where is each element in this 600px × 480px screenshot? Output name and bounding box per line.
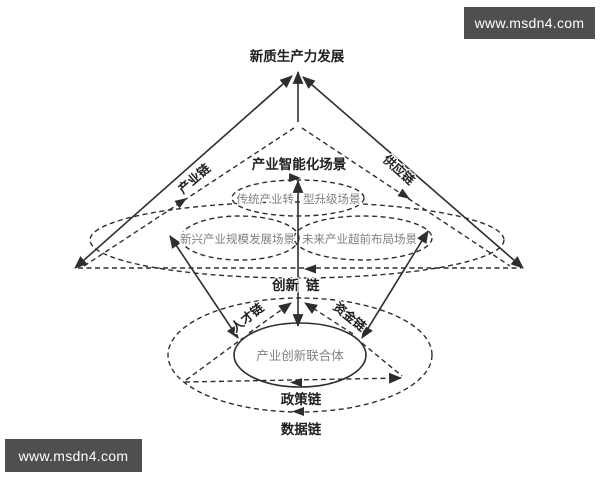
industry-intelligence-scene-label: 产业智能化场景 <box>252 156 347 172</box>
traditional-scene-label-left: 传统产业转 <box>237 192 295 206</box>
consortium-solid-ellipse <box>233 322 367 388</box>
innovation-chain-label-right: 链 <box>306 277 320 293</box>
scene-field-outer-ellipse <box>89 201 505 279</box>
future-scene-label: 未来产业超前布局场景 <box>302 232 417 246</box>
capital-chain-dashed-arrow <box>304 302 354 335</box>
watermark-top-right: www.msdn4.com <box>464 7 595 39</box>
inner-left-up-arrowhead <box>174 198 187 209</box>
outer-ring-bottom-arrowhead <box>292 407 304 416</box>
outer-triangle-right-side-arrow <box>302 76 524 269</box>
watermark-text: www.msdn4.com <box>18 447 129 464</box>
capital-chain-label: 资金链 <box>331 299 370 335</box>
bottom-left-diagonal-dashed <box>185 337 244 381</box>
traditional-scene-label-right: 型升级场景 <box>303 192 361 206</box>
outer-triangle-left-side-arrow <box>74 75 293 269</box>
bottom-chord-dashed-arrow <box>184 372 403 384</box>
watermark-bottom-left: www.msdn4.com <box>5 439 142 472</box>
bottom-right-diagonal-dashed <box>361 342 403 377</box>
industry-chain-label: 产业链 <box>175 160 214 196</box>
watermark-text: www.msdn4.com <box>474 15 585 31</box>
consortium-label: 产业创新联合体 <box>256 348 344 363</box>
right-cross-link-double-arrow <box>361 230 429 339</box>
innovation-chain-label-left: 创新 <box>271 277 299 293</box>
chord-mid-left-arrowhead <box>290 378 302 387</box>
supply-chain-label: 供应链 <box>379 151 418 188</box>
emerging-scene-label: 新兴产业规模发展场景 <box>180 232 295 246</box>
policy-chain-label: 政策链 <box>281 391 322 407</box>
traditional-ellipse-top-arrowhead <box>288 173 301 183</box>
data-chain-label: 数据链 <box>281 421 322 437</box>
talent-chain-dashed-arrow <box>248 302 292 334</box>
left-cross-link-double-arrow <box>169 235 239 339</box>
diagram-title: 新质生产力发展 <box>250 48 345 64</box>
base-line-left-arrowhead <box>304 264 316 274</box>
